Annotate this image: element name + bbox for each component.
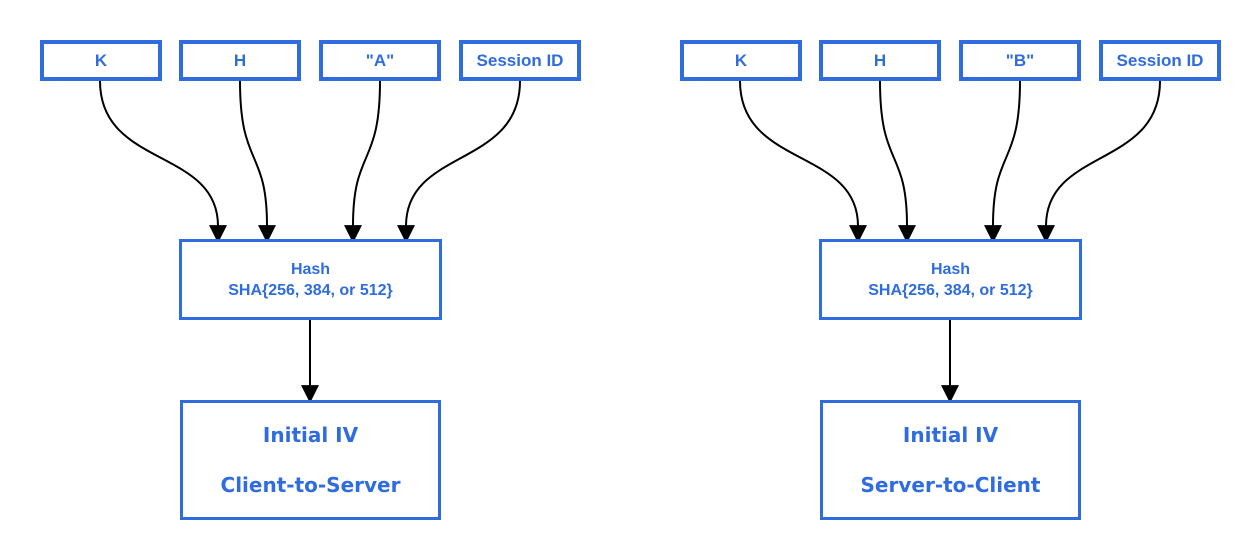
input-box-k: K — [680, 40, 802, 81]
diagram-client-to-server: K H "A" Session ID Hash SHA{256, 384, or… — [0, 0, 620, 560]
hash-box: Hash SHA{256, 384, or 512} — [819, 239, 1082, 320]
input-box-b: "B" — [959, 40, 1081, 81]
output-box-initial-iv-server-to-client: Initial IV Server-to-Client — [820, 400, 1081, 520]
hash-title: Hash — [930, 260, 971, 278]
input-label: K — [94, 50, 108, 70]
input-label: H — [873, 50, 887, 70]
hash-subtitle: SHA{256, 384, or 512} — [228, 281, 393, 299]
input-box-a: "A" — [319, 40, 441, 81]
input-label: H — [233, 50, 247, 70]
input-label: "B" — [1005, 50, 1035, 70]
input-box-session-id: Session ID — [459, 40, 581, 81]
output-line2: Client-to-Server — [220, 473, 401, 497]
input-label: "A" — [365, 50, 395, 70]
output-line2: Server-to-Client — [860, 473, 1041, 497]
input-label: Session ID — [1116, 50, 1204, 70]
hash-box: Hash SHA{256, 384, or 512} — [179, 239, 442, 320]
output-line1: Initial IV — [262, 423, 359, 447]
input-box-h: H — [179, 40, 301, 81]
input-box-session-id: Session ID — [1099, 40, 1221, 81]
hash-title: Hash — [290, 260, 331, 278]
output-line1: Initial IV — [902, 423, 999, 447]
input-box-k: K — [40, 40, 162, 81]
output-box-initial-iv-client-to-server: Initial IV Client-to-Server — [180, 400, 441, 520]
input-label: K — [734, 50, 748, 70]
hash-subtitle: SHA{256, 384, or 512} — [868, 281, 1033, 299]
input-box-h: H — [819, 40, 941, 81]
input-label: Session ID — [476, 50, 564, 70]
diagram-server-to-client: K H "B" Session ID Hash SHA{256, 384, or… — [640, 0, 1260, 560]
